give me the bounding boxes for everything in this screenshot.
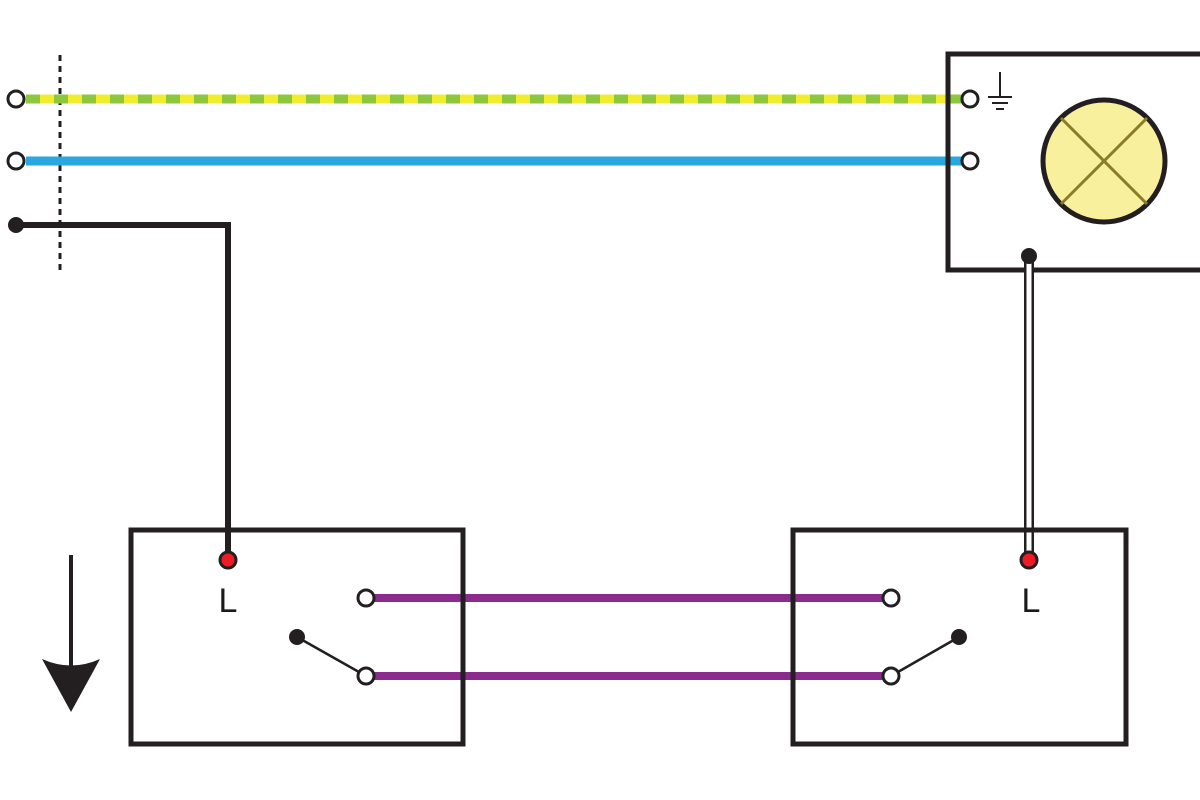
light-switched-live-terminal [1021,248,1037,264]
switch-right-pivot [951,629,967,645]
light-neutral-terminal [960,151,980,171]
switch-left: L [128,527,466,747]
switch-left-live-terminal [218,550,238,570]
supply-earth-terminal [6,89,26,109]
arrow-down-icon [42,555,100,712]
supply-live-terminal [8,217,24,233]
switch-right-terminal-l1 [881,588,901,608]
switch-right-live-label: L [1022,582,1041,620]
light-fitting [945,51,1200,273]
switch-left-live-label: L [219,582,238,620]
supply-neutral-terminal [6,151,26,171]
switch-right-live-terminal [1019,550,1039,570]
switch-right-lever [890,635,960,678]
switch-right-terminal-l2 [881,666,901,686]
switch-left-terminal-l1 [356,588,376,608]
switch-right: L [790,527,1129,747]
lamp-symbol-icon [1040,97,1168,225]
switch-left-box [128,527,466,747]
switch-left-lever [296,635,367,678]
supply-live-conductor [16,222,231,553]
light-fitting-box [945,51,1200,273]
switch-left-pivot [289,629,305,645]
switch-right-box [790,527,1129,747]
light-earth-terminal [960,89,980,109]
switch-left-terminal-l2 [356,666,376,686]
earth-symbol-icon [988,72,1012,110]
